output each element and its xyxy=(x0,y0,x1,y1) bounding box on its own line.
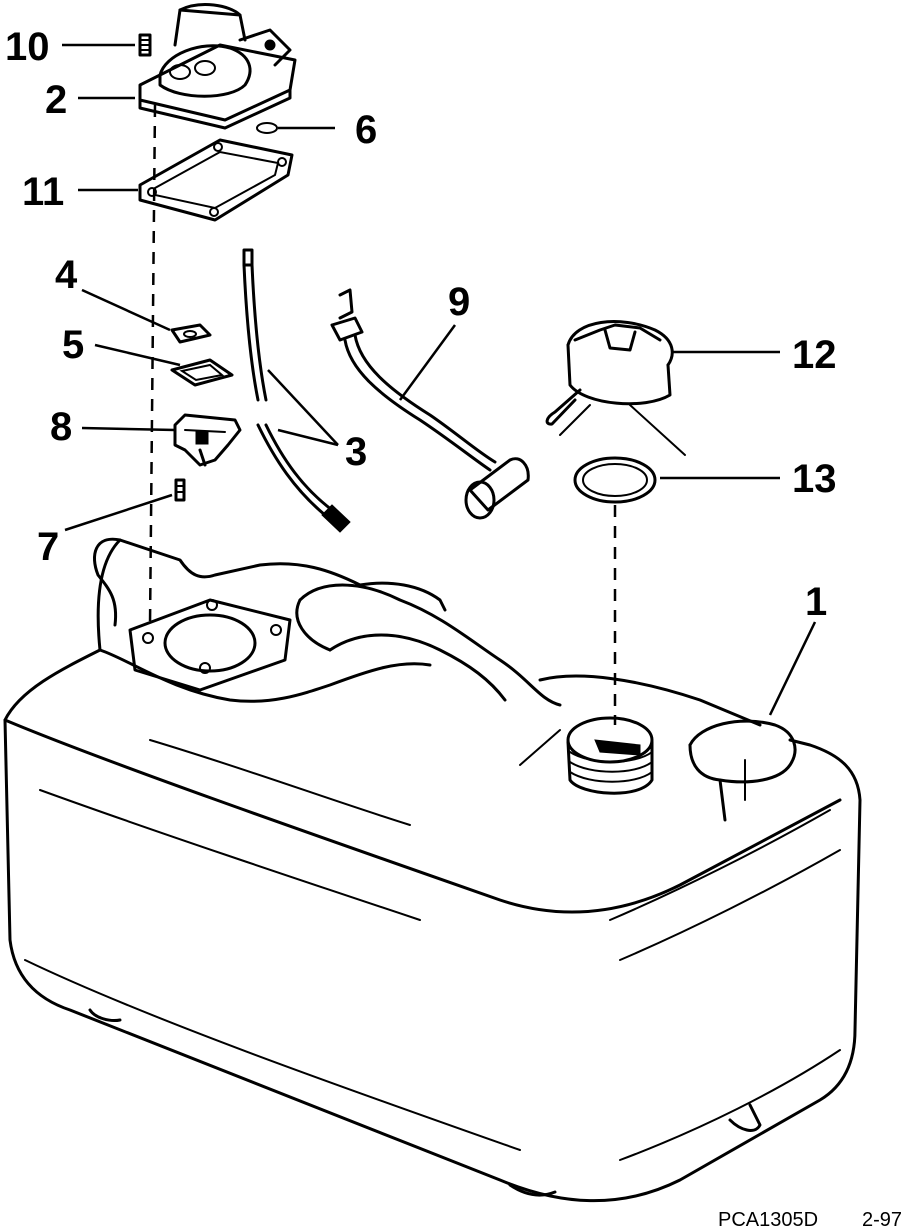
callout-5: 5 xyxy=(62,323,84,367)
figure-code: PCA1305D xyxy=(718,1209,818,1231)
callout-12: 12 xyxy=(792,333,837,377)
valve-body-8 xyxy=(173,413,242,467)
page-number: 2-97 xyxy=(862,1209,902,1231)
callout-6: 6 xyxy=(355,108,377,152)
callout-3: 3 xyxy=(345,430,367,474)
o-ring-6 xyxy=(256,122,278,134)
callout-7: 7 xyxy=(37,525,59,569)
callout-2: 2 xyxy=(45,78,67,122)
callout-4: 4 xyxy=(55,253,78,297)
sender-arm-9 xyxy=(330,288,530,520)
callout-9: 9 xyxy=(448,280,470,324)
gasket-11 xyxy=(138,138,294,222)
fuel-tank xyxy=(3,537,862,1203)
gasket-5 xyxy=(170,358,234,387)
fuel-meter-assembly xyxy=(138,3,297,130)
alignment-line-sender xyxy=(148,104,157,626)
callout-11: 11 xyxy=(22,170,64,214)
callout-13: 13 xyxy=(792,457,837,501)
callout-10: 10 xyxy=(5,25,50,69)
fuel-cap-12 xyxy=(545,320,686,456)
callout-8: 8 xyxy=(50,405,72,449)
screw-10 xyxy=(138,33,152,57)
screw-7 xyxy=(174,478,186,502)
cap-gasket-13 xyxy=(573,456,657,504)
leader-lines xyxy=(62,43,817,716)
callout-1: 1 xyxy=(805,580,827,624)
hose-3 xyxy=(242,248,351,533)
clip-4 xyxy=(170,323,212,344)
